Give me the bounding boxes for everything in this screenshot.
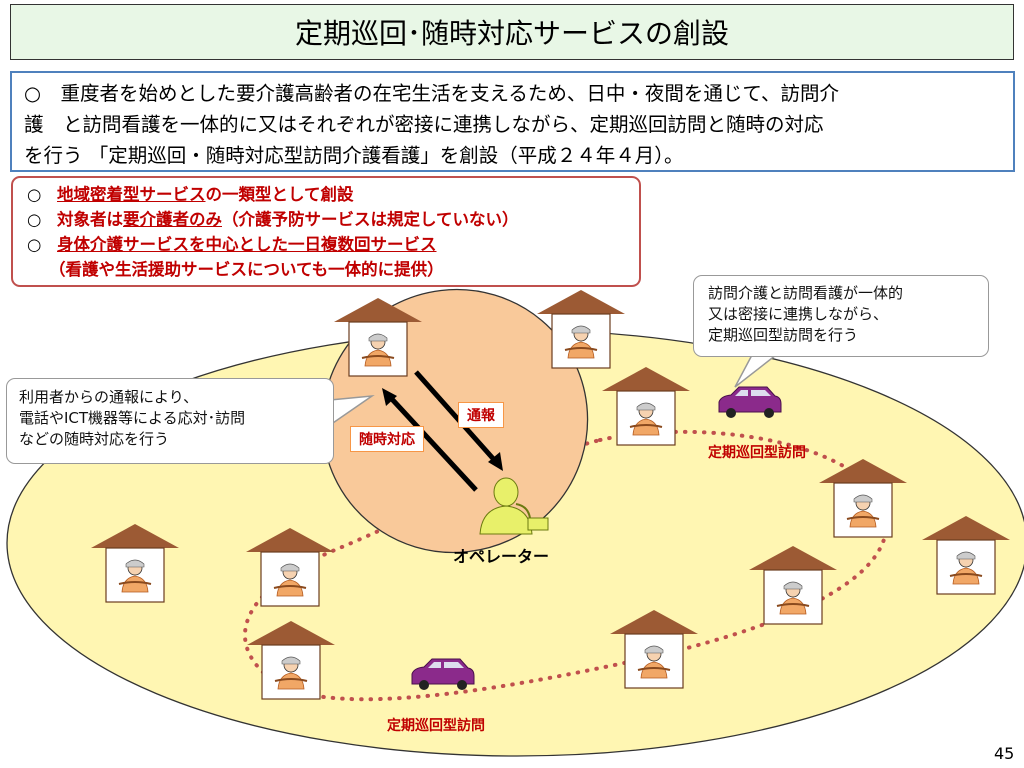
page-title: 定期巡回･随時対応サービスの創設 (10, 4, 1014, 60)
operator-label: オペレーター (453, 547, 550, 566)
bullet-marker: ○ (27, 185, 42, 204)
intro-box: ○ 重度者を始めとした要介護高齢者の在宅生活を支えるため、日中・夜間を通じて、訪… (10, 71, 1015, 172)
key-point-highlight: 身体介護サービスを中心とした一日複数回サービス (57, 235, 437, 254)
key-point-note: （看護や生活援助サービスについても一体的に提供） (49, 260, 444, 279)
regular-visit-label: 定期巡回型訪問 (708, 445, 806, 461)
callout-regular-visit: 訪問介護と訪問看護が一体的 又は密接に連携しながら、 定期巡回型訪問を行う (693, 275, 989, 357)
key-point: ○ 地域密着型サービスの一類型として創設 (27, 182, 629, 207)
regular-visit-label: 定期巡回型訪問 (387, 718, 485, 734)
key-point-highlight: 地域密着型サービス (57, 185, 206, 204)
key-point-text: 対象者は (57, 210, 123, 229)
page-title-text: 定期巡回･随時対応サービスの創設 (294, 17, 729, 50)
report-arrow-icon (414, 370, 503, 471)
key-point: ○ 身体介護サービスを中心とした一日複数回サービス (27, 232, 629, 257)
bullet-marker: ○ (27, 235, 42, 254)
callout-line: 訪問介護と訪問看護が一体的 (708, 284, 904, 302)
key-point-text: の一類型として創設 (205, 185, 354, 204)
intro-line: を行う 「定期巡回・随時対応型訪問介護看護」を創設（平成２４年４月）。 (24, 144, 684, 167)
report-tag: 通報 (458, 402, 504, 428)
key-points-box: ○ 地域密着型サービスの一類型として創設 ○ 対象者は要介護者のみ（介護予防サー… (11, 176, 641, 287)
callout-line: などの随時対応を行う (19, 430, 170, 448)
page-number: 45 (994, 744, 1015, 763)
callout-line: 電話やICT機器等による応対･訪問 (19, 409, 246, 427)
key-point-text: （介護予防サービスは規定していない） (222, 210, 519, 229)
operator-icon (479, 477, 549, 535)
callout-right-tail (734, 354, 777, 388)
callout-left-tail (329, 394, 375, 426)
intro-line: 護 と訪問看護を一体的に又はそれぞれが密接に連携しながら、定期巡回訪問と随時の対… (24, 113, 824, 136)
key-point: ○ 対象者は要介護者のみ（介護予防サービスは規定していない） (27, 207, 629, 232)
key-point-highlight: 要介護者のみ (123, 210, 222, 229)
intro-line: ○ 重度者を始めとした要介護高齢者の在宅生活を支えるため、日中・夜間を通じて、訪… (24, 82, 839, 105)
callout-line: 又は密接に連携しながら、 (708, 305, 889, 323)
response-arrow-icon (382, 388, 478, 492)
response-tag: 随時対応 (350, 426, 424, 452)
bullet-marker: ○ (27, 210, 42, 229)
callout-line: 利用者からの通報により、 (19, 388, 199, 406)
callout-line: 定期巡回型訪問を行う (708, 326, 859, 344)
callout-on-demand: 利用者からの通報により、 電話やICT機器等による応対･訪問 などの随時対応を行… (6, 378, 334, 464)
